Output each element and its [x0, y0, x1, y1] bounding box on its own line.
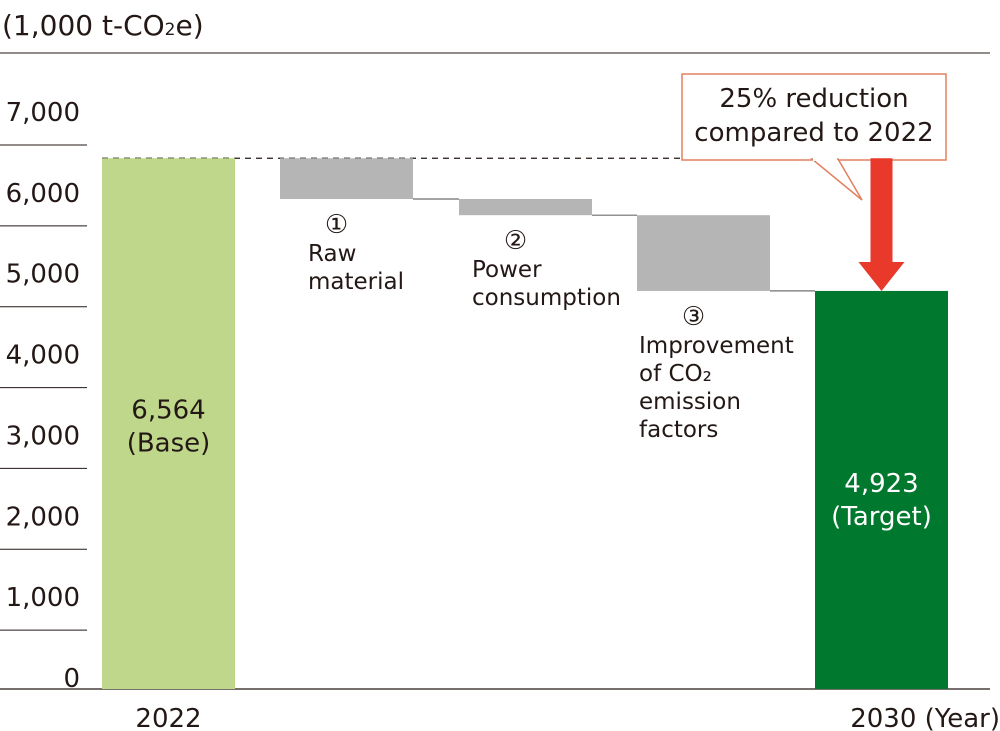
bar-sub-label: (Target) — [831, 502, 932, 532]
y-tick-label: 4,000 — [6, 341, 80, 371]
step-number-label: ① — [325, 210, 348, 240]
unit-label-part-3: e) — [175, 9, 203, 42]
callout-box — [681, 73, 947, 161]
reduction-arrow — [858, 158, 905, 291]
bar-sub-label: (Base) — [127, 429, 211, 459]
y-axis: 0 1,000 2,000 3,000 4,000 5,000 6,000 7,000 — [0, 98, 87, 694]
y-tick-label: 2,000 — [6, 502, 80, 532]
y-tick-label: 7,000 — [6, 98, 80, 128]
x-tick-label: 2022 — [135, 704, 201, 731]
reduction-callout: 25% reduction compared to 2022 — [681, 73, 947, 201]
step-label-line: factors — [639, 417, 718, 443]
bar-value-label: 4,923 — [844, 469, 918, 499]
y-tick-label: 0 — [63, 664, 80, 694]
unit-label-part-1: (1,000 t-CO — [2, 9, 165, 42]
bar-value-label: 6,564 — [131, 396, 205, 426]
step-label-line: Power — [472, 257, 542, 283]
x-tick-label: 2030 (Year) — [850, 704, 1000, 731]
y-tick-label: 3,000 — [6, 421, 80, 451]
step-label-line: material — [308, 269, 404, 295]
unit-label-subscript: 2 — [165, 20, 176, 40]
arrow-shaft — [870, 158, 893, 263]
step-label-line: of CO₂ — [639, 361, 712, 387]
bar-4 — [637, 215, 770, 291]
step-number-label: ② — [504, 226, 527, 256]
step-label-line: consumption — [472, 285, 621, 311]
callout-line-1: 25% reduction — [719, 84, 908, 114]
bar-3 — [459, 199, 592, 216]
arrow-head — [858, 261, 905, 291]
step-label-line: emission — [639, 389, 741, 415]
step-number-label: ③ — [682, 302, 705, 332]
callout-pointer — [809, 158, 863, 201]
bar-5 — [815, 290, 948, 689]
bar-1 — [102, 158, 235, 689]
connectors-layer — [413, 198, 815, 292]
callout-line-2: compared to 2022 — [694, 118, 933, 148]
bars-layer — [102, 158, 948, 689]
y-tick-label: 6,000 — [6, 179, 80, 209]
bar-2 — [280, 158, 413, 200]
y-tick-label: 5,000 — [6, 260, 80, 290]
unit-label: (1,000 t-CO2e) — [2, 9, 204, 42]
step-label-line: Improvement — [639, 333, 794, 359]
step-label-line: Raw — [308, 241, 356, 267]
y-tick-label: 1,000 — [6, 583, 80, 613]
